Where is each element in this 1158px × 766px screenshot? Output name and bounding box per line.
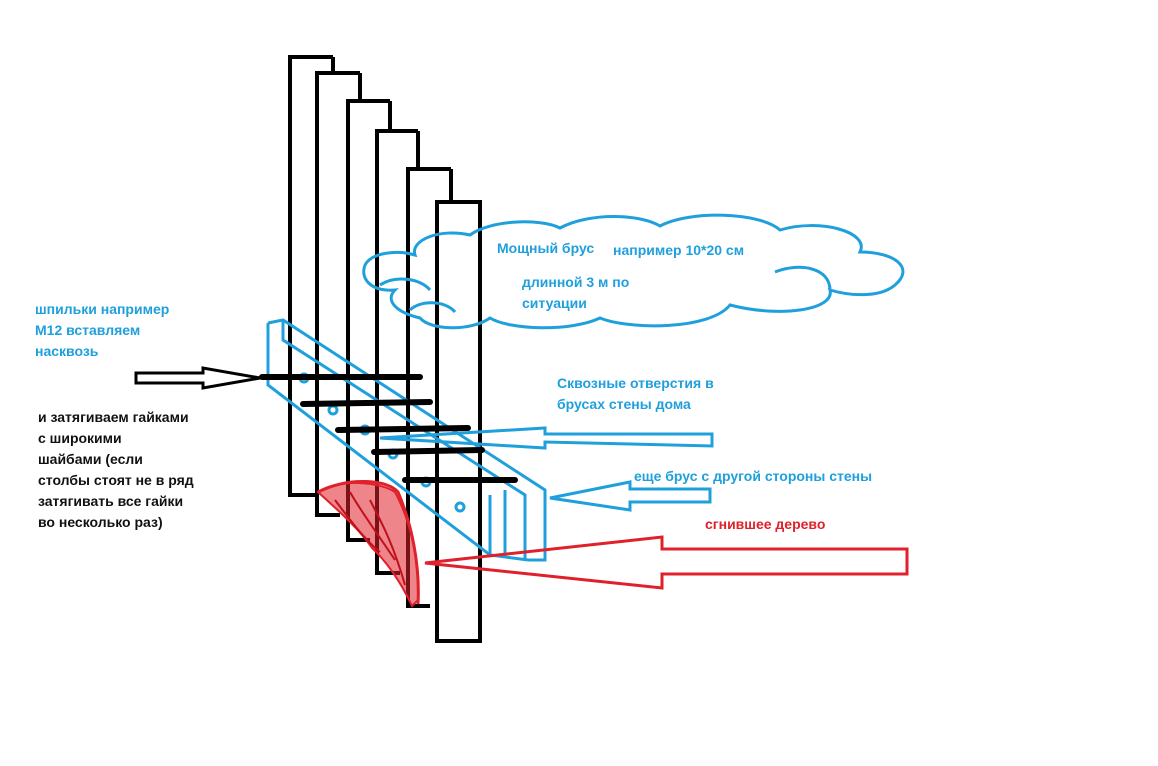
cloud-callout — [362, 213, 905, 330]
rotten-wood — [316, 480, 420, 608]
nuts-label-2: с широкими — [38, 430, 122, 446]
nuts-label-1: и затягиваем гайками — [38, 409, 189, 425]
cloud-inner-curve — [379, 265, 832, 314]
wall-post-4 — [375, 129, 418, 575]
holes-label-2: брусах стены дома — [557, 396, 691, 412]
rotten-arrow — [424, 535, 909, 590]
studs-label-3: насквозь — [35, 343, 99, 359]
other-side-label: еще брус с другой стороны стены — [634, 468, 873, 484]
nuts-label-3: шайбами (если — [38, 451, 143, 467]
beam-label-2: длинной 3 м по — [522, 274, 630, 290]
holes-label-1: Сквозные отверстия в — [557, 375, 714, 391]
wall-post-2 — [315, 71, 360, 517]
wall-post-3 — [346, 99, 390, 542]
nuts-label-4: столбы стоят не в ряд — [38, 472, 194, 488]
studs — [259, 374, 518, 483]
wall-post-5 — [406, 167, 451, 608]
studs-arrow — [134, 366, 261, 390]
rotten-label: сгнившее дерево — [705, 516, 826, 532]
beam-label-1b: например 10*20 см — [613, 242, 745, 258]
beam-label-1a: Мощный брус — [497, 240, 595, 256]
wall-post-1 — [288, 55, 333, 497]
other-side-arrow — [549, 480, 712, 512]
studs-label-2: М12 вставляем — [35, 322, 141, 338]
studs-label-1: шпильки например — [35, 301, 170, 317]
beam-label-3: ситуации — [522, 295, 587, 311]
nuts-label-5: затягивать все гайки — [38, 493, 184, 509]
wall-post-front — [435, 200, 482, 643]
holes-arrow — [379, 426, 714, 450]
nuts-label-6: во несколько раз) — [38, 514, 163, 530]
